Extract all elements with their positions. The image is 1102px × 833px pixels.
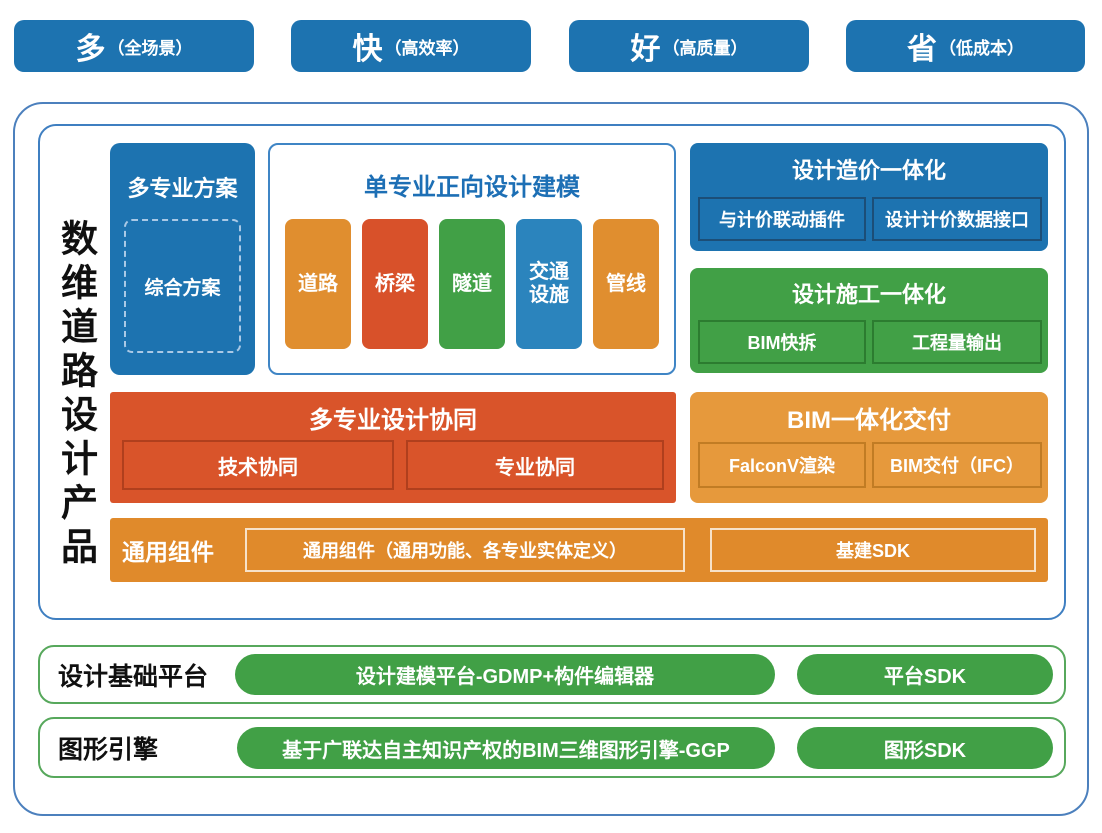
common-components-item-sdk: 基建SDK <box>710 528 1036 572</box>
badge-hao-char: 好 <box>630 33 661 66</box>
design-cost-title: 设计造价一体化 <box>791 158 946 183</box>
single-modeling-box: 单专业正向设计建模 道路 桥梁 隧道 交通设施 管线 <box>268 143 676 375</box>
design-construction-item-bim: BIM快拆 <box>698 320 866 364</box>
bim-delivery-item-ifc: BIM交付（IFC） <box>872 442 1042 488</box>
design-construction-box: 设计施工一体化 BIM快拆 工程量输出 <box>690 268 1048 373</box>
platform-row: 设计基础平台 设计建模平台-GDMP+构件编辑器 平台SDK <box>38 645 1066 704</box>
engine-ggp-pill: 基于广联达自主知识产权的BIM三维图形引擎-GGP <box>237 727 775 769</box>
multi-scheme-box: 多专业方案 综合方案 <box>110 143 255 375</box>
product-panel-side-label: 数维道路设计产品 <box>55 219 97 571</box>
multi-collab-item-discipline: 专业协同 <box>406 440 664 490</box>
badge-kuai-desc: （高效率） <box>384 38 470 58</box>
design-construction-item-quantity: 工程量输出 <box>872 320 1042 364</box>
discipline-road: 道路 <box>285 219 351 349</box>
single-modeling-title: 单专业正向设计建模 <box>364 174 580 201</box>
common-components-item-generic: 通用组件（通用功能、各专业实体定义） <box>245 528 685 572</box>
comprehensive-scheme-box: 综合方案 <box>124 219 241 353</box>
badge-sheng: 省 （低成本） <box>846 20 1085 72</box>
multi-collab-title: 多专业设计协同 <box>309 407 477 434</box>
platform-gdmp-pill: 设计建模平台-GDMP+构件编辑器 <box>235 654 775 695</box>
badge-kuai-char: 快 <box>352 33 383 66</box>
multi-collab-item-technical: 技术协同 <box>122 440 394 490</box>
badge-sheng-char: 省 <box>907 33 937 66</box>
discipline-bridge: 桥梁 <box>362 219 428 349</box>
engine-row: 图形引擎 基于广联达自主知识产权的BIM三维图形引擎-GGP 图形SDK <box>38 717 1066 778</box>
platform-sdk-pill: 平台SDK <box>797 654 1053 695</box>
multi-collab-box: 多专业设计协同 技术协同 专业协同 <box>110 392 676 503</box>
discipline-pipeline: 管线 <box>593 219 659 349</box>
design-construction-title: 设计施工一体化 <box>791 282 946 307</box>
engine-sdk-pill: 图形SDK <box>797 727 1053 769</box>
common-components-bar: 通用组件 通用组件（通用功能、各专业实体定义） 基建SDK <box>110 518 1048 582</box>
bim-delivery-box: BIM一体化交付 FalconV渲染 BIM交付（IFC） <box>690 392 1048 503</box>
design-cost-item-interface: 设计计价数据接口 <box>872 197 1042 241</box>
badge-kuai: 快 （高效率） <box>291 20 531 72</box>
design-cost-item-plugin: 与计价联动插件 <box>698 197 866 241</box>
platform-row-label: 设计基础平台 <box>58 662 209 691</box>
badge-duo-char: 多 <box>75 33 106 66</box>
bim-delivery-item-falconv: FalconV渲染 <box>698 442 866 488</box>
engine-row-label: 图形引擎 <box>58 735 159 764</box>
discipline-tunnel: 隧道 <box>439 219 505 349</box>
bim-delivery-title: BIM一体化交付 <box>787 407 951 434</box>
design-cost-box: 设计造价一体化 与计价联动插件 设计计价数据接口 <box>690 143 1048 251</box>
badge-duo-desc: （全场景） <box>107 38 193 58</box>
discipline-traffic-facility: 交通设施 <box>516 219 582 349</box>
badge-duo: 多 （全场景） <box>14 20 254 72</box>
badge-hao: 好 （高质量） <box>569 20 809 72</box>
badge-hao-desc: （高质量） <box>662 38 748 58</box>
badge-sheng-desc: （低成本） <box>939 38 1024 58</box>
common-components-label: 通用组件 <box>122 539 214 565</box>
multi-scheme-title: 多专业方案 <box>127 176 238 201</box>
